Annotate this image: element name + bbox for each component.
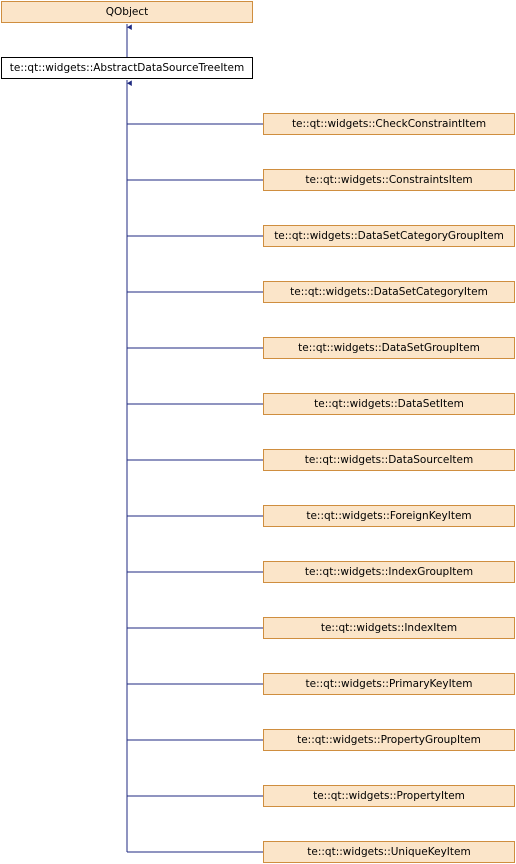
derived-class-node-primary-key-item[interactable]: te::qt::widgets::PrimaryKeyItem — [263, 673, 515, 695]
derived-class-label: te::qt::widgets::DataSetItem — [314, 398, 464, 410]
derived-class-label: te::qt::widgets::CheckConstraintItem — [291, 118, 487, 130]
derived-class-node-data-source-item[interactable]: te::qt::widgets::DataSourceItem — [263, 449, 515, 471]
derived-class-label: te::qt::widgets::IndexItem — [320, 622, 458, 634]
derived-class-node-foreign-key-item[interactable]: te::qt::widgets::ForeignKeyItem — [263, 505, 515, 527]
derived-class-label: te::qt::widgets::DataSetCategoryGroupIte… — [274, 230, 504, 242]
derived-class-label: te::qt::widgets::DataSourceItem — [304, 454, 474, 466]
derived-class-label: te::qt::widgets::PropertyItem — [313, 790, 465, 802]
derived-class-label: te::qt::widgets::ForeignKeyItem — [306, 510, 472, 522]
derived-class-node-data-set-category-item[interactable]: te::qt::widgets::DataSetCategoryItem — [263, 281, 515, 303]
derived-class-label: te::qt::widgets::ConstraintsItem — [305, 174, 473, 186]
derived-class-node-check-constraint-item[interactable]: te::qt::widgets::CheckConstraintItem — [263, 113, 515, 135]
current-class-node: te::qt::widgets::AbstractDataSourceTreeI… — [1, 57, 253, 79]
derived-class-node-data-set-group-item[interactable]: te::qt::widgets::DataSetGroupItem — [263, 337, 515, 359]
derived-class-node-property-group-item[interactable]: te::qt::widgets::PropertyGroupItem — [263, 729, 515, 751]
derived-class-label: te::qt::widgets::UniqueKeyItem — [307, 846, 471, 858]
derived-class-node-index-group-item[interactable]: te::qt::widgets::IndexGroupItem — [263, 561, 515, 583]
derived-class-label: te::qt::widgets::IndexGroupItem — [304, 566, 474, 578]
derived-class-node-unique-key-item[interactable]: te::qt::widgets::UniqueKeyItem — [263, 841, 515, 863]
base-class-label: QObject — [105, 6, 149, 18]
derived-class-label: te::qt::widgets::DataSetCategoryItem — [290, 286, 488, 298]
derived-class-label: te::qt::widgets::DataSetGroupItem — [298, 342, 480, 354]
current-class-label: te::qt::widgets::AbstractDataSourceTreeI… — [9, 62, 245, 74]
derived-class-label: te::qt::widgets::PropertyGroupItem — [297, 734, 481, 746]
derived-class-node-property-item[interactable]: te::qt::widgets::PropertyItem — [263, 785, 515, 807]
derived-class-node-constraints-item[interactable]: te::qt::widgets::ConstraintsItem — [263, 169, 515, 191]
base-class-node-qobject[interactable]: QObject — [1, 1, 253, 23]
derived-class-node-index-item[interactable]: te::qt::widgets::IndexItem — [263, 617, 515, 639]
derived-class-node-data-set-category-group-item[interactable]: te::qt::widgets::DataSetCategoryGroupIte… — [263, 225, 515, 247]
derived-class-node-data-set-item[interactable]: te::qt::widgets::DataSetItem — [263, 393, 515, 415]
derived-class-label: te::qt::widgets::PrimaryKeyItem — [305, 678, 473, 690]
